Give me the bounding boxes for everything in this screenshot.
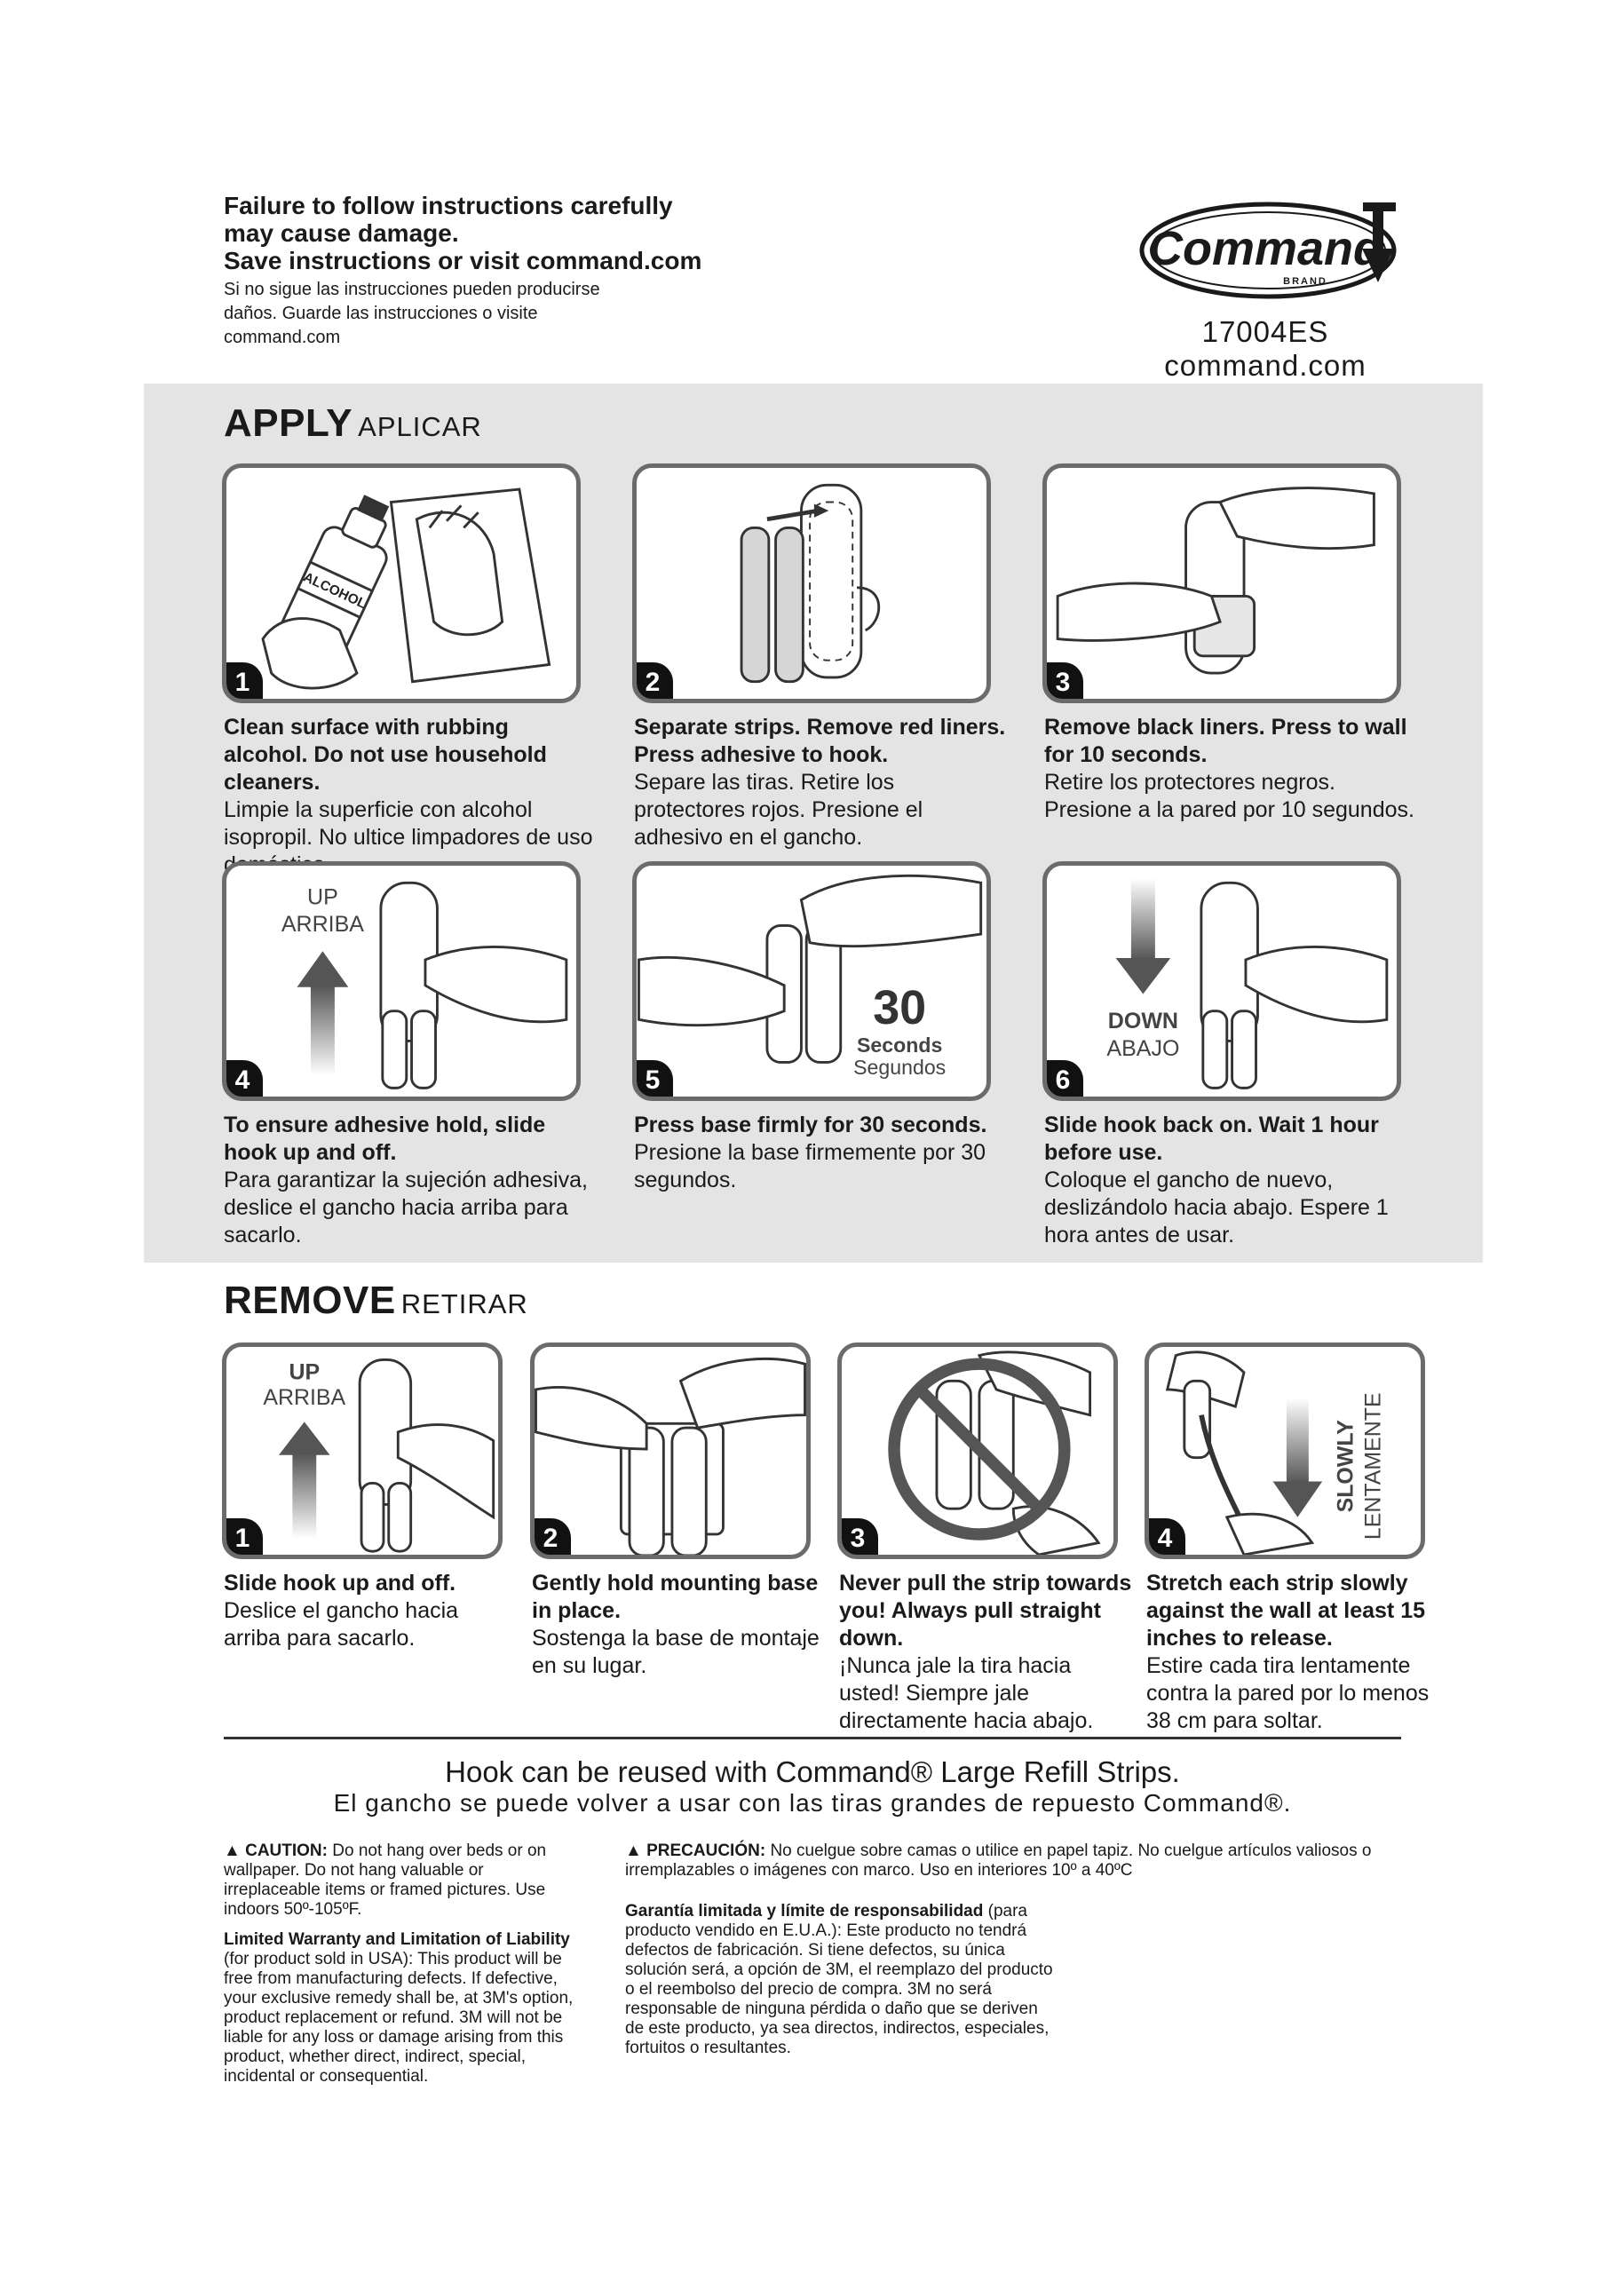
segundos-label: Segundos	[853, 1056, 946, 1079]
warranty-english: Limited Warranty and Limitation of Liabi…	[224, 1930, 574, 2086]
apply-step-6-illustration: DOWN ABAJO 6	[1042, 861, 1401, 1101]
apply-step-2-illustration: 2	[632, 463, 991, 703]
remove-step-1-illustration: UP ARRIBA 1	[222, 1342, 503, 1559]
apply-step-2-number: 2	[637, 662, 673, 699]
remove-step-4-number: 4	[1149, 1518, 1185, 1555]
warranty-spanish: Garantía limitada y límite de responsabi…	[625, 1902, 1053, 2057]
remove-arriba-label: ARRIBA	[263, 1385, 345, 1410]
remove-step-2-caption: Gently hold mounting base in place. Sost…	[532, 1571, 820, 1678]
caution-english: ▲ CAUTION: Do not hang over beds or on w…	[224, 1841, 547, 1919]
remove-step-2-illustration: 2	[530, 1342, 811, 1559]
apply-step-6-number: 6	[1047, 1060, 1083, 1097]
remove-step-3-caption: Never pull the strip towards you! Always…	[839, 1571, 1132, 1733]
apply-step-1-number: 1	[226, 662, 263, 699]
apply-step-4-illustration: UP ARRIBA 4	[222, 861, 581, 1101]
apply-step-1-caption: Clean surface with rubbing alcohol. Do n…	[224, 715, 593, 877]
apply-step-5-illustration: 30 Seconds Segundos 5	[632, 861, 991, 1101]
apply-step-3-caption: Remove black liners. Press to wall for 1…	[1044, 715, 1414, 822]
warning-line-3: Save instructions or visit command.com	[224, 247, 702, 274]
website-link[interactable]: command.com	[1164, 349, 1367, 382]
brand-sub: BRAND	[1283, 276, 1327, 287]
apply-step-1-illustration: ALCOHOL 1	[222, 463, 581, 703]
remove-step-3-illustration: 3	[837, 1342, 1118, 1559]
apply-step-5-caption: Press base firmly for 30 seconds. Presio…	[634, 1113, 987, 1192]
apply-step-3-number: 3	[1047, 662, 1083, 699]
apply-step-6-caption: Slide hook back on. Wait 1 hour before u…	[1044, 1113, 1389, 1247]
remove-step-4-illustration: SLOWLY LENTAMENTE 4	[1145, 1342, 1425, 1559]
warning-spanish: Si no sigue las instrucciones pueden pro…	[224, 280, 600, 347]
apply-step-3-illustration: 3	[1042, 463, 1401, 703]
slowly-label: SLOWLY	[1334, 1420, 1359, 1513]
warning-english: Failure to follow instructions carefully…	[224, 192, 701, 274]
apply-step-4-caption: To ensure adhesive hold, slide hook up a…	[224, 1113, 588, 1247]
seconds-label: Seconds	[857, 1034, 942, 1057]
apply-step-5-number: 5	[637, 1060, 673, 1097]
product-code: 17004ES	[1201, 315, 1329, 348]
abajo-label: ABAJO	[1106, 1036, 1179, 1061]
remove-up-label: UP	[289, 1359, 320, 1384]
warning-triangle-icon: ▲	[625, 1841, 647, 1860]
apply-step-4-number: 4	[226, 1060, 263, 1097]
remove-step-3-number: 3	[842, 1518, 878, 1555]
thirty-label: 30	[873, 981, 926, 1034]
apply-step-2-caption: Separate strips. Remove red liners. Pres…	[634, 715, 1006, 850]
reuse-note-english: Hook can be reused with Command® Large R…	[445, 1755, 1180, 1788]
caution-spanish: ▲ PRECAUCIÓN: No cuelgue sobre camas o u…	[625, 1841, 1372, 1880]
warning-line-1: Failure to follow instructions carefully	[224, 192, 673, 219]
warning-triangle-icon: ▲	[224, 1841, 246, 1860]
command-logo: Command BRAND	[1137, 195, 1412, 302]
divider-rule	[224, 1737, 1401, 1739]
remove-step-4-caption: Stretch each strip slowly against the wa…	[1146, 1571, 1430, 1733]
remove-step-1-number: 1	[226, 1518, 263, 1555]
warning-line-2: may cause damage.	[224, 219, 459, 247]
brand-name: Command	[1148, 222, 1383, 275]
up-label: UP	[307, 884, 338, 909]
reuse-note-spanish: El gancho se puede volver a usar con las…	[333, 1789, 1292, 1817]
lentamente-label: LENTAMENTE	[1360, 1392, 1385, 1540]
remove-step-2-number: 2	[535, 1518, 571, 1555]
down-label: DOWN	[1108, 1009, 1178, 1034]
arriba-label: ARRIBA	[281, 912, 364, 937]
product-code-block: 17004ES command.com	[1119, 315, 1412, 383]
remove-step-1-caption: Slide hook up and off. Deslice el gancho…	[224, 1571, 459, 1651]
